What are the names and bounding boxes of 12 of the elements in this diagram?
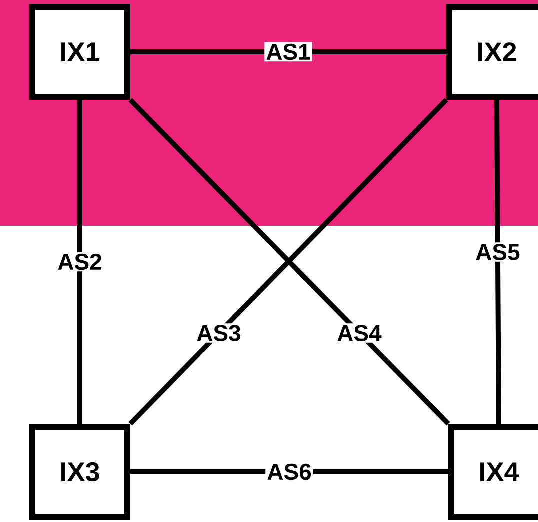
node-box: IX2 bbox=[446, 4, 538, 100]
connector-line bbox=[78, 100, 82, 424]
edge-label: AS1 bbox=[264, 42, 312, 62]
edge-label: AS6 bbox=[266, 462, 314, 482]
edge-label: AS2 bbox=[56, 252, 104, 272]
node-box: IX4 bbox=[448, 424, 538, 520]
node-box: IX1 bbox=[30, 4, 130, 100]
edge-label: AS4 bbox=[336, 324, 384, 343]
connector-line bbox=[494, 100, 502, 424]
edge-label: AS3 bbox=[195, 324, 243, 343]
node-box: IX3 bbox=[30, 424, 130, 520]
edge-label: AS5 bbox=[474, 242, 522, 262]
